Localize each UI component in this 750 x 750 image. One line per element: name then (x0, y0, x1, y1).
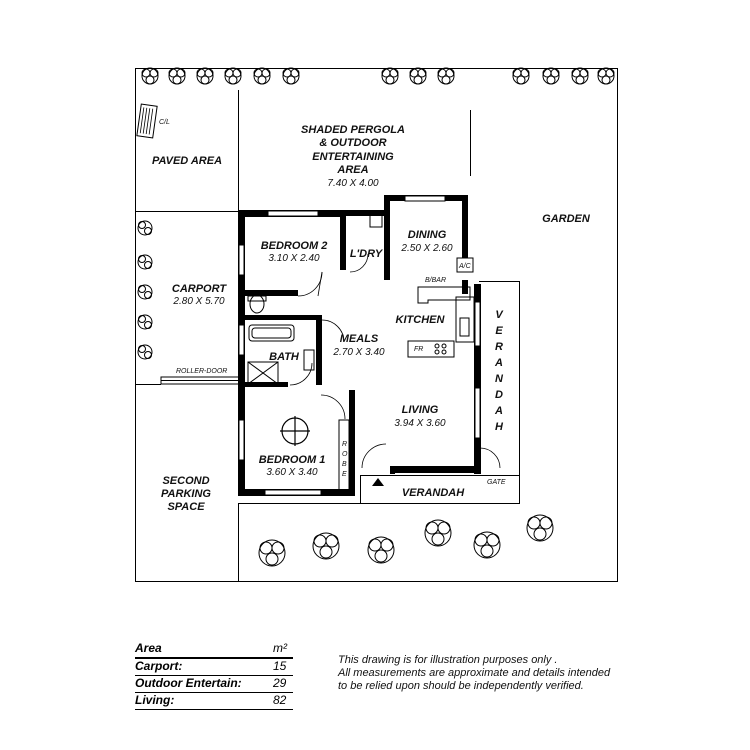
bedroom2-size: 3.10 X 2.40 (268, 253, 320, 264)
clothesline-icon (136, 103, 158, 139)
ac-unit (456, 257, 474, 273)
svg-text:SECOND: SECOND (162, 475, 209, 487)
svg-text:A: A (494, 357, 503, 369)
svg-text:AREA: AREA (336, 164, 368, 176)
meals-size: 2.70 X 3.40 (332, 347, 385, 358)
entry-arrow (372, 478, 384, 486)
svg-text:R: R (342, 441, 347, 448)
tree-icon-row-bottom (258, 514, 554, 567)
windows (238, 195, 481, 496)
area-row-label: Outdoor Entertain: (135, 676, 242, 690)
bedroom2-label: BEDROOM 2 (261, 240, 328, 252)
property-boundary (135, 68, 618, 582)
svg-text:E: E (342, 471, 347, 478)
tree-icon-row-top (141, 67, 615, 85)
ac-label: A/C (458, 263, 472, 270)
svg-text:E: E (495, 325, 503, 337)
area-row-carport: Carport: 15 (135, 659, 293, 676)
area-row-value: 82 (273, 693, 287, 707)
ceiling-fan-icon (280, 416, 310, 446)
bath-label: BATH (269, 351, 300, 363)
area-header-label: Area (135, 641, 162, 655)
svg-text:D: D (495, 389, 503, 401)
area-row-label: Living: (135, 693, 175, 707)
area-table-header: Area m² (135, 641, 293, 659)
dining-label: DINING (408, 229, 447, 241)
floor-plan: SHADED PERGOLA & OUTDOOR ENTERTAINING AR… (135, 67, 618, 582)
svg-text:H: H (495, 421, 504, 433)
verandah-front-label: VERANDAH (402, 487, 465, 499)
carport-size: 2.80 X 5.70 (172, 296, 225, 307)
bbar-label: B/BAR (425, 277, 446, 284)
svg-text:7.40 X 4.00: 7.40 X 4.00 (327, 178, 379, 189)
disclaimer: This drawing is for illustration purpose… (338, 654, 638, 693)
disclaimer-line: This drawing is for illustration purpose… (338, 654, 558, 666)
svg-text:SPACE: SPACE (167, 501, 205, 513)
pergola-label: SHADED PERGOLA & OUTDOOR ENTERTAINING AR… (301, 124, 405, 189)
svg-text:SHADED PERGOLA: SHADED PERGOLA (301, 124, 405, 136)
paved-area-label: PAVED AREA (152, 155, 222, 167)
second-parking-label: SECOND PARKING SPACE (161, 475, 211, 513)
svg-text:PARKING: PARKING (161, 488, 211, 500)
door-swings (289, 253, 501, 469)
area-row-value: 29 (273, 676, 287, 690)
area-header-unit: m² (273, 641, 287, 655)
area-table: Area m² Carport: 15 Outdoor Entertain: 2… (135, 641, 293, 710)
svg-text:V: V (495, 309, 504, 321)
fridge-label: FR (414, 346, 423, 353)
svg-text:O: O (342, 451, 348, 458)
living-size: 3.94 X 3.60 (394, 418, 446, 429)
area-row-value: 15 (273, 659, 287, 673)
carport-label: CARPORT (172, 283, 227, 295)
living-label: LIVING (402, 404, 439, 416)
roller-door-label: ROLLER-DOOR (176, 368, 227, 375)
meals-label: MEALS (340, 333, 379, 345)
laundry-trough (369, 212, 383, 228)
tree-icon-row-left (137, 220, 153, 360)
dining-size: 2.50 X 2.60 (400, 243, 453, 254)
svg-text:N: N (495, 373, 504, 385)
svg-text:& OUTDOOR: & OUTDOOR (319, 137, 386, 149)
area-row-outdoor: Outdoor Entertain: 29 (135, 676, 293, 693)
svg-text:B: B (342, 461, 347, 468)
disclaimer-line: to be relied upon should be independentl… (338, 680, 584, 692)
bath-fixtures (247, 294, 315, 385)
area-row-label: Carport: (135, 659, 183, 673)
disclaimer-line: All measurements are approximate and det… (338, 667, 611, 679)
robe (338, 419, 350, 491)
svg-text:R: R (495, 341, 503, 353)
bedroom1-label: BEDROOM 1 (259, 454, 326, 466)
gate-label: GATE (487, 479, 506, 486)
svg-text:ENTERTAINING: ENTERTAINING (312, 151, 394, 163)
laundry-label: L'DRY (350, 248, 384, 260)
bedroom1-size: 3.60 X 3.40 (266, 467, 318, 478)
kitchen-bench (407, 286, 475, 358)
robe-label: R O B E (342, 441, 348, 478)
area-row-living: Living: 82 (135, 693, 293, 710)
svg-text:A: A (494, 405, 503, 417)
kitchen-label: KITCHEN (396, 314, 446, 326)
cl-label: C/L (159, 119, 170, 126)
verandah-side-label: V E R A N D A H (494, 309, 504, 433)
garden-label: GARDEN (542, 213, 591, 225)
